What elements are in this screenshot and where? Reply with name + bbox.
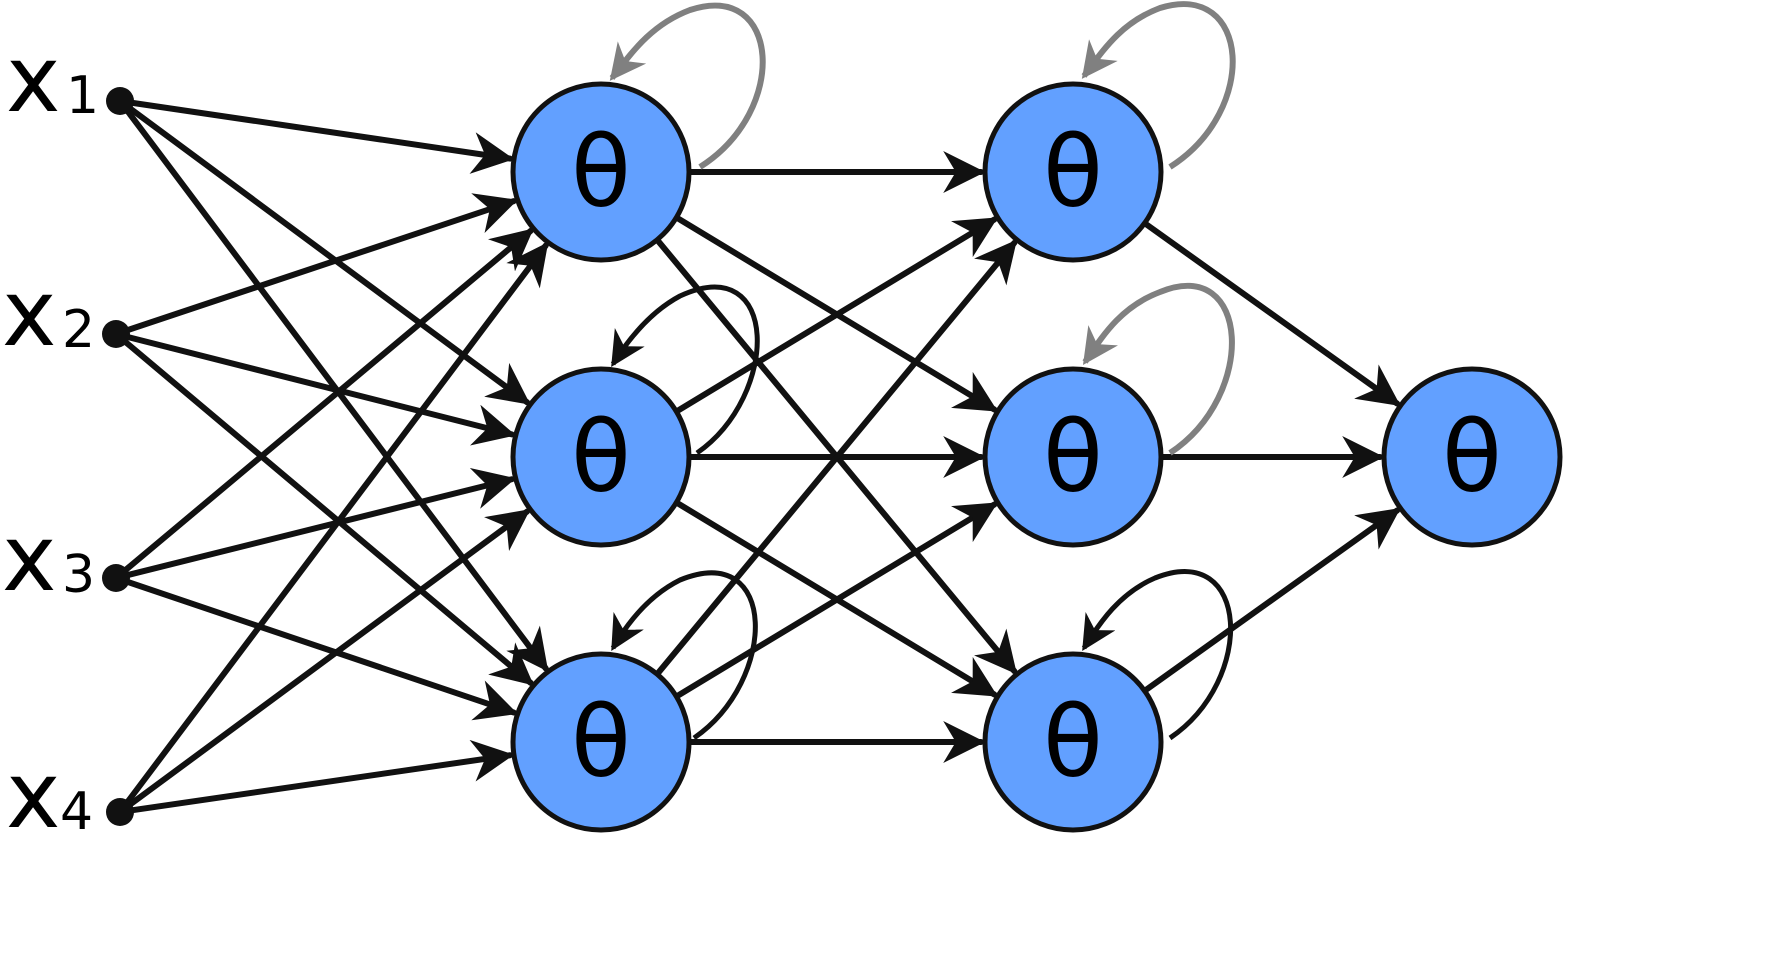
- node-circle: [1381, 366, 1563, 548]
- edge-h1c-to-h2a: [654, 239, 1018, 678]
- input-subscript: 2: [62, 300, 95, 360]
- edge-x2-to-h1c: [114, 332, 534, 686]
- edge-h1c-to-h2b: [673, 501, 998, 700]
- edge-x1-to-h1c: [118, 99, 549, 672]
- edge-x3-to-h1a: [114, 228, 534, 580]
- edge-x3-to-h1b: [114, 468, 516, 581]
- node-circle: [510, 651, 692, 833]
- node-h2a: θ: [982, 81, 1164, 263]
- self-loop-h2a: [1081, 1, 1236, 170]
- input-label: x: [6, 26, 60, 133]
- self-loop-h1b: [610, 284, 760, 456]
- edges-layer: [114, 98, 1401, 815]
- self-loop-h1c: [610, 570, 758, 741]
- node-out: θ: [1381, 366, 1563, 548]
- self-loop-h2b: [1082, 282, 1235, 456]
- edge-h1b-to-h2a: [673, 216, 998, 415]
- edge-x2-to-h1b: [114, 331, 516, 446]
- input-subscript: 3: [62, 545, 95, 605]
- edge-x4-to-h1b: [118, 508, 531, 814]
- node-h1b: θ: [510, 366, 692, 548]
- node-label: θ: [571, 686, 631, 800]
- input-dot: [106, 87, 134, 115]
- node-label: θ: [1043, 401, 1103, 515]
- node-h1c: θ: [510, 651, 692, 833]
- input-label: x: [6, 742, 60, 849]
- input-dot: [106, 798, 134, 826]
- edge-x4-to-h1a: [118, 242, 549, 814]
- node-circle: [982, 366, 1164, 548]
- node-h2b: θ: [982, 366, 1164, 548]
- edge-x1-to-h1a: [118, 98, 515, 174]
- input-subscript: 4: [60, 782, 93, 842]
- node-circle: [510, 81, 692, 263]
- edge-x1-to-h1b: [118, 99, 531, 406]
- edge-h2a-to-out: [1141, 220, 1401, 407]
- input-dot: [102, 320, 130, 348]
- edge-h2c-to-out: [1141, 507, 1401, 694]
- node-label: θ: [1442, 401, 1502, 515]
- nodes-layer: θ θ θ θ θ θ θ: [510, 81, 1563, 833]
- node-circle: [982, 81, 1164, 263]
- self-loop-h2c: [1081, 569, 1234, 741]
- input-label: x: [2, 505, 56, 612]
- input-subscript: 1: [66, 66, 99, 126]
- self-loops-layer: [609, 1, 1236, 741]
- node-h2c: θ: [982, 651, 1164, 833]
- node-label: θ: [571, 116, 631, 230]
- edge-x4-to-h1c: [118, 739, 515, 815]
- node-h1a: θ: [510, 81, 692, 263]
- input-dot: [102, 564, 130, 592]
- self-loop-h1a: [609, 2, 766, 170]
- node-label: θ: [571, 401, 631, 515]
- node-label: θ: [1043, 686, 1103, 800]
- node-label: θ: [1043, 116, 1103, 230]
- node-circle: [982, 651, 1164, 833]
- edge-x2-to-h1a: [114, 193, 518, 337]
- input-label: x: [2, 260, 56, 367]
- edge-x3-to-h1c: [114, 575, 518, 721]
- node-circle: [510, 366, 692, 548]
